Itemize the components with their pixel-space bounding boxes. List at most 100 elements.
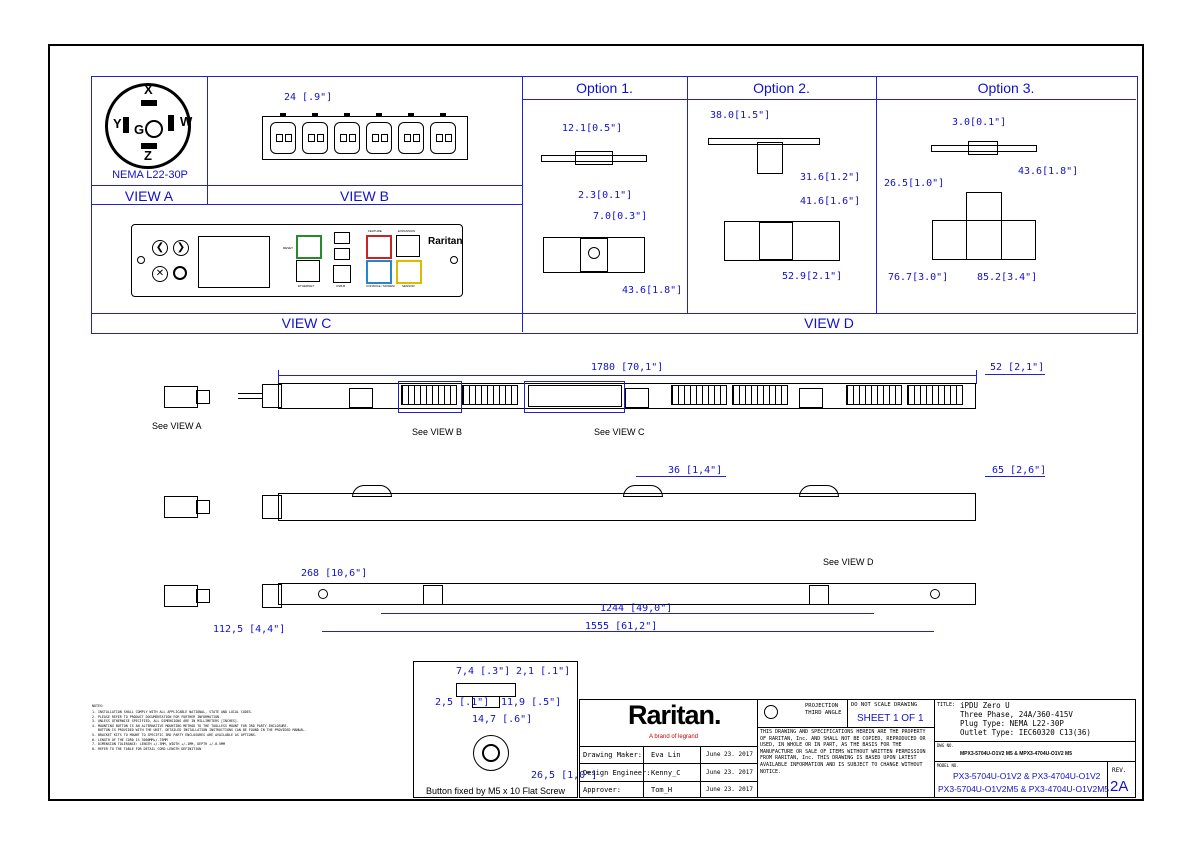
view-a-pin-z: Z bbox=[144, 148, 152, 163]
approver-name: Tom_H bbox=[651, 786, 673, 794]
button-dim-4: 11,9 [.5"] bbox=[501, 697, 562, 708]
button-detail-frame bbox=[413, 661, 578, 798]
view-c-port-reset: RESET bbox=[283, 246, 294, 250]
view-c-port-feature: FEATURE bbox=[368, 229, 382, 233]
option-3-title: Option 3. bbox=[977, 80, 1035, 96]
title-line-3: Plug Type: NEMA L22-30P bbox=[960, 719, 1064, 728]
side-height-dim: 65 [2,6"] bbox=[992, 465, 1047, 476]
view-a-title: VIEW A bbox=[124, 188, 174, 204]
view-c-port-usbb: USB-B bbox=[336, 284, 346, 288]
pdu-side-body bbox=[278, 493, 976, 521]
model-label: MODEL NO. bbox=[937, 763, 959, 768]
front-depth-dim: 52 [2,1"] bbox=[990, 362, 1045, 373]
view-b-dim: 24 [.9"] bbox=[284, 92, 333, 103]
back-dim-3: 112,5 [4,4"] bbox=[213, 624, 286, 635]
opt3-dim-1: 3.0[0.1"] bbox=[952, 117, 1007, 128]
view-a-caption: NEMA L22-30P bbox=[112, 169, 188, 181]
button-caption: Button fixed by M5 x 10 Flat Screw bbox=[425, 786, 566, 796]
nav-right-icon: ❯ bbox=[173, 240, 189, 256]
button-dim-6: 26,5 [1,0"] bbox=[531, 770, 598, 781]
view-a-plug-face bbox=[105, 83, 191, 169]
front-controller bbox=[528, 385, 622, 407]
view-c-port-console: CONSOLE / MODEM bbox=[366, 284, 395, 288]
view-a-pin-w: W bbox=[180, 114, 193, 129]
view-d-title: VIEW D bbox=[804, 315, 854, 331]
opt1-dim-4: 43.6[1.8"] bbox=[622, 285, 683, 296]
opt1-dim-2: 2.3[0.1"] bbox=[578, 190, 633, 201]
model-line-2: PX3-5704U-O1V2M5 & PX3-4704U-O1V2M5 bbox=[938, 784, 1110, 794]
note-line: 6. LENGTH OF THE CORD IS 3000MM+/-75MM bbox=[92, 737, 168, 742]
drawing-border bbox=[48, 44, 1144, 801]
opt3-dim-4: 76.7[3.0"] bbox=[888, 272, 949, 283]
outlet-c13 bbox=[366, 113, 392, 154]
side-bracket-dim: 36 [1,4"] bbox=[668, 465, 723, 476]
back-dim-2: 1244 [49,0"] bbox=[600, 603, 673, 614]
view-c-brand: Raritan bbox=[428, 236, 463, 247]
cancel-icon: ✕ bbox=[152, 266, 168, 282]
opt3-dim-2: 26.5[1.0"] bbox=[884, 178, 945, 189]
opt2-dim-2: 31.6[1.2"] bbox=[800, 172, 861, 183]
back-dim-1: 268 [10,6"] bbox=[301, 568, 368, 579]
note-line: 7. DIMENSION TOLERANCE: LENGTH +/-3MM, W… bbox=[92, 742, 225, 747]
view-a-pin-y: Y bbox=[113, 116, 122, 131]
title-line-1: iPDU Zero U bbox=[960, 701, 1010, 710]
view-panel-frame bbox=[91, 76, 1138, 334]
disclaimer: THIS DRAWING AND SPECIFICATIONS HEREIN A… bbox=[760, 729, 926, 775]
title-line-4: Outlet Type: IEC60320 C13(36) bbox=[960, 728, 1091, 737]
note-line: 8. REFER TO THE TABLE FOR DETAIL CORD LE… bbox=[92, 746, 202, 751]
title-block bbox=[579, 699, 1136, 798]
opt1-dim-3: 7.0[0.3"] bbox=[593, 211, 648, 222]
view-c-port-expansion: EXPANSION bbox=[398, 229, 416, 233]
maker-label: Drawing Maker: bbox=[583, 751, 643, 759]
rev-value: 2A bbox=[1110, 778, 1129, 795]
front-length-dim: 1780 [70,1"] bbox=[591, 362, 664, 373]
back-dim-4: 1555 [61,2"] bbox=[585, 621, 658, 632]
notes-header: NOTES: bbox=[92, 704, 104, 708]
model-line-1: PX3-5704U-O1V2 & PX3-4704U-O1V2 bbox=[953, 771, 1101, 781]
note-line: 4. MOUNTING BUTTON IS AN ALTERNATIVE MOU… bbox=[92, 723, 289, 728]
maker-date: June 23. 2017 bbox=[706, 751, 753, 758]
view-c-controller-face bbox=[131, 224, 463, 297]
opt1-dim-1: 12.1[0.5"] bbox=[562, 123, 623, 134]
sheet-number: SHEET 1 OF 1 bbox=[857, 713, 924, 724]
view-c-port-sensor: SENSOR bbox=[402, 284, 415, 288]
view-a-pin-g: G bbox=[134, 122, 145, 137]
raritan-logo: Raritan. bbox=[628, 700, 722, 730]
view-b-title: VIEW B bbox=[339, 188, 389, 204]
view-a-pin-x: X bbox=[144, 82, 153, 97]
button-dim-2: 2,1 [.1"] bbox=[516, 666, 571, 677]
title-label: TITLE: bbox=[937, 702, 956, 708]
button-dim-1: 7,4 [.3"] bbox=[456, 666, 511, 677]
projection-icon bbox=[764, 705, 778, 719]
see-view-a: See VIEW A bbox=[152, 421, 202, 431]
button-dim-3: 2,5 [.1"] bbox=[435, 697, 490, 708]
nav-left-icon: ❮ bbox=[152, 240, 168, 256]
outlet-c13 bbox=[430, 113, 456, 154]
outlet-c13 bbox=[302, 113, 328, 154]
option-2-title: Option 2. bbox=[753, 80, 810, 96]
opt2-dim-4: 52.9[2.1"] bbox=[782, 271, 843, 282]
dwg-label: DWG NO. bbox=[937, 743, 954, 748]
raritan-tagline: A brand of legrand bbox=[649, 734, 699, 740]
button-screw-icon bbox=[473, 735, 509, 771]
dwg-number: MPX3-5704U-O1V2 M5 & MPX3-4704U-O1V2 M5 bbox=[960, 751, 1072, 757]
note-line: BUTTON IS PROVIDED WITH THE UNIT. DETAIL… bbox=[92, 728, 307, 733]
rev-label: REV. bbox=[1112, 767, 1127, 774]
maker-name: Eva Lin bbox=[651, 751, 681, 759]
view-c-port-ethernet: ETHERNET bbox=[298, 284, 315, 288]
lcd-display bbox=[198, 236, 270, 288]
view-b-outlet-strip bbox=[262, 116, 468, 160]
note-line: 2. PLEASE REFER TO PRODUCT DOCUMENTATION… bbox=[92, 714, 222, 719]
engineer-name: Kenny_C bbox=[651, 769, 681, 777]
outlet-c13 bbox=[334, 113, 360, 154]
view-c-title: VIEW C bbox=[281, 315, 332, 331]
note-line: 1. INSTALLATION SHALL COMPLY WITH ALL AP… bbox=[92, 710, 253, 714]
button-dim-5: 14,7 [.6"] bbox=[472, 714, 533, 725]
opt2-dim-3: 41.6[1.6"] bbox=[800, 196, 861, 207]
title-line-2: Three Phase, 24A/360-415V bbox=[960, 710, 1073, 719]
pdu-front-body bbox=[278, 383, 976, 409]
approver-label: Approver: bbox=[583, 786, 621, 794]
pdu-back-body bbox=[278, 583, 976, 605]
engineer-date: June 23. 2017 bbox=[706, 769, 753, 776]
opt2-dim-1: 38.0[1.5"] bbox=[710, 110, 771, 121]
